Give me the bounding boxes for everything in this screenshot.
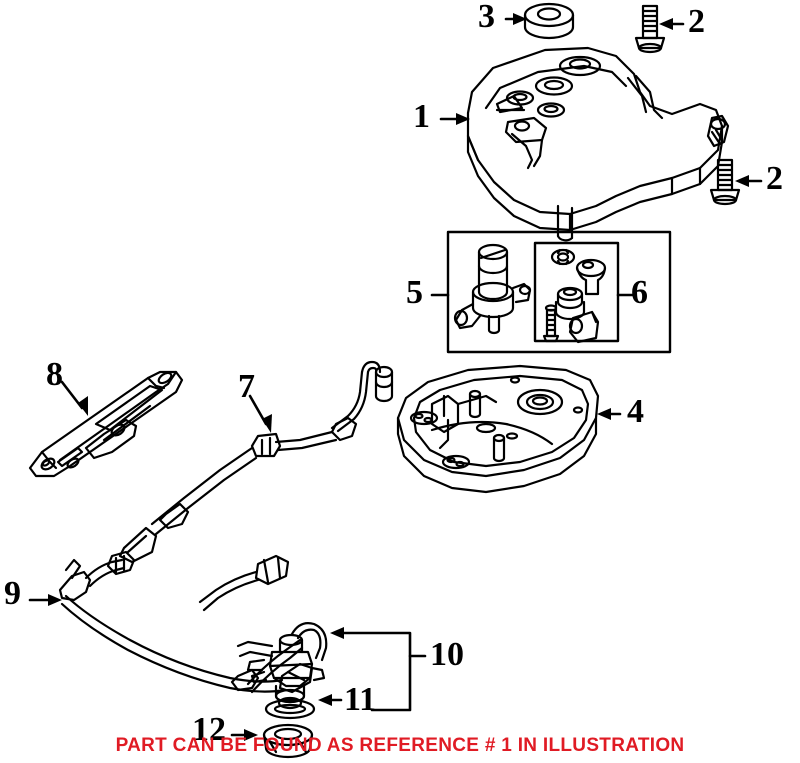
callout-label-6: 6 (631, 274, 648, 311)
callout-label-11: 11 (344, 681, 377, 718)
part-12-drain-plug-cap (262, 723, 314, 759)
callout-label-5: 5 (406, 274, 423, 311)
part-2-hex-flange-bolt-lower (709, 158, 741, 206)
leader-lines (28, 13, 763, 741)
callout-label-3: 3 (478, 0, 495, 35)
part-8-mounting-bracket-rail (28, 370, 184, 478)
part-6-pump-seal-grommet-kit (542, 248, 607, 344)
part-1-washer-fluid-reservoir-tank (466, 46, 730, 242)
part-11-sealing-o-ring (264, 698, 316, 720)
part-7-washer-fluid-hose-assembly (118, 360, 394, 564)
part-4-reservoir-lower-housing-tray (396, 364, 600, 494)
callout-label-10: 10 (430, 636, 464, 673)
part-10-level-sensor-valve-assembly (236, 622, 328, 710)
callout-label-7: 7 (238, 368, 255, 405)
callout-label-4: 4 (627, 393, 644, 430)
callout-label-8: 8 (46, 356, 63, 393)
callout-label-12: 12 (192, 711, 226, 748)
part-3-filler-neck-grommet (523, 2, 575, 40)
part-9-washer-wiring-harness (58, 550, 314, 694)
reference-warning-text: PART CAN BE FOUND AS REFERENCE # 1 IN IL… (115, 735, 685, 756)
callout-label-9: 9 (4, 575, 21, 612)
part-2-hex-flange-bolt-upper (634, 4, 666, 54)
part-5-washer-fluid-pump-motor (453, 243, 532, 335)
callout-label-2-upper: 2 (688, 3, 705, 40)
callout-label-2-lower: 2 (766, 160, 783, 197)
callout-label-1: 1 (413, 98, 430, 135)
